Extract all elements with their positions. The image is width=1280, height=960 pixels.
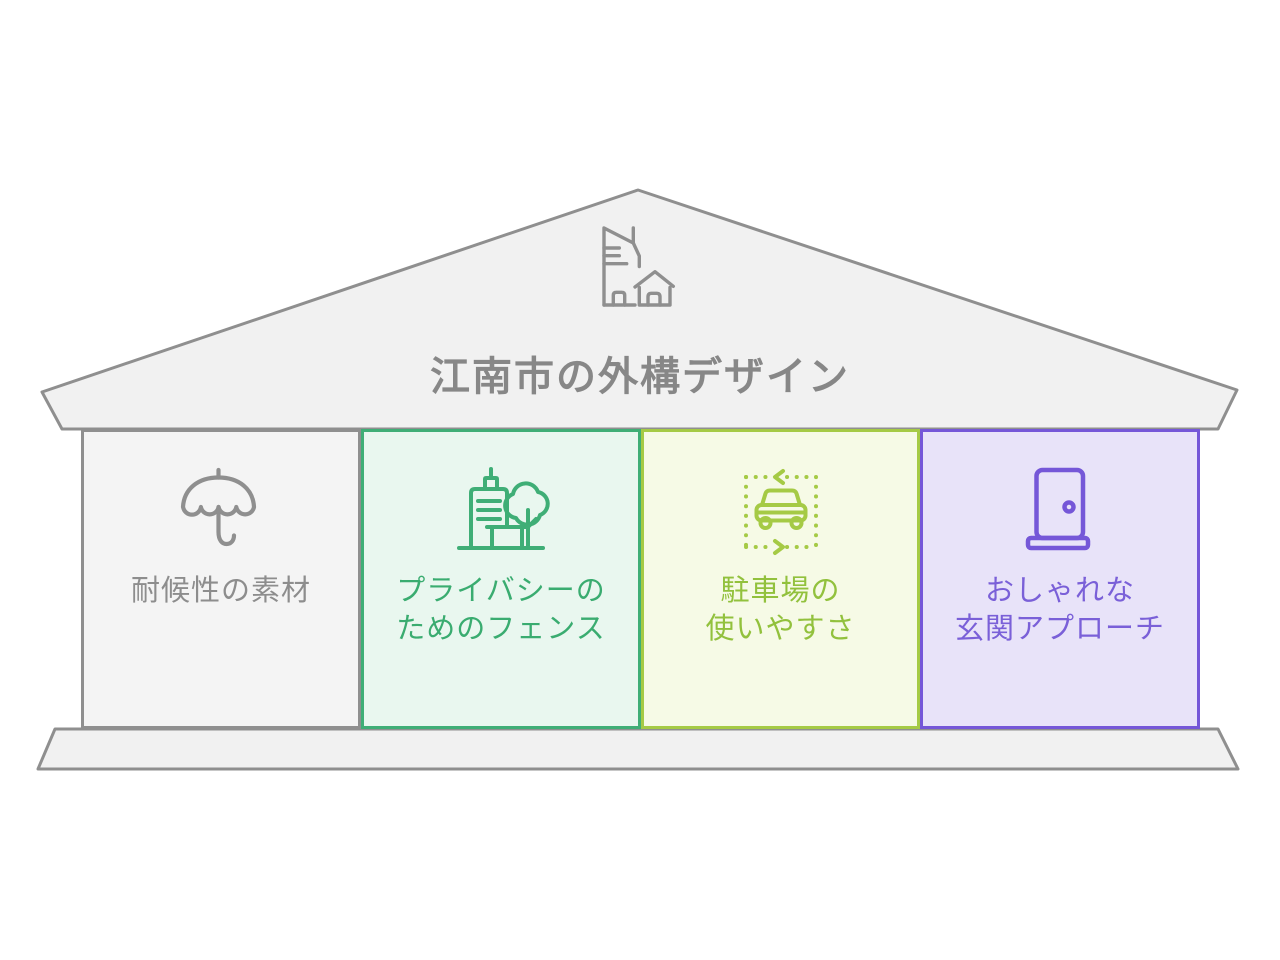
pillar-label-line2: 玄関アプローチ: [954, 613, 1165, 645]
car-maneuver-icon: [731, 462, 831, 562]
pillar-label-line1: 駐車場の: [720, 575, 841, 607]
pillar-label: おしゃれな 玄関アプローチ: [923, 572, 1197, 648]
pillar-label-line1: 耐候性の素材: [130, 575, 311, 607]
pillar-label: 耐候性の素材: [84, 572, 358, 610]
umbrella-icon: [171, 460, 271, 560]
pillar-label: 駐車場の 使いやすさ: [644, 572, 917, 648]
foundation-shape: [36, 727, 1240, 771]
pillar-privacy-fence: プライバシーの ためのフェンス: [361, 429, 641, 729]
building-and-house-icon: [590, 223, 690, 313]
pillar-weatherproof-materials: 耐候性の素材: [81, 429, 361, 729]
diagram-title: 江南市の外構デザイン: [430, 355, 850, 399]
pillar-label-line2: ためのフェンス: [396, 613, 606, 645]
building-and-tree-icon: [451, 460, 551, 560]
pillar-label-line2: 使いやすさ: [705, 613, 856, 645]
pillar-parking-usability: 駐車場の 使いやすさ: [641, 429, 920, 729]
pillar-label-line1: プライバシーの: [396, 575, 606, 607]
pillar-label-line1: おしゃれな: [984, 575, 1135, 607]
pillar-stylish-entrance: おしゃれな 玄関アプローチ: [920, 429, 1200, 729]
door-icon: [1010, 455, 1110, 555]
pillar-label: プライバシーの ためのフェンス: [364, 572, 638, 648]
